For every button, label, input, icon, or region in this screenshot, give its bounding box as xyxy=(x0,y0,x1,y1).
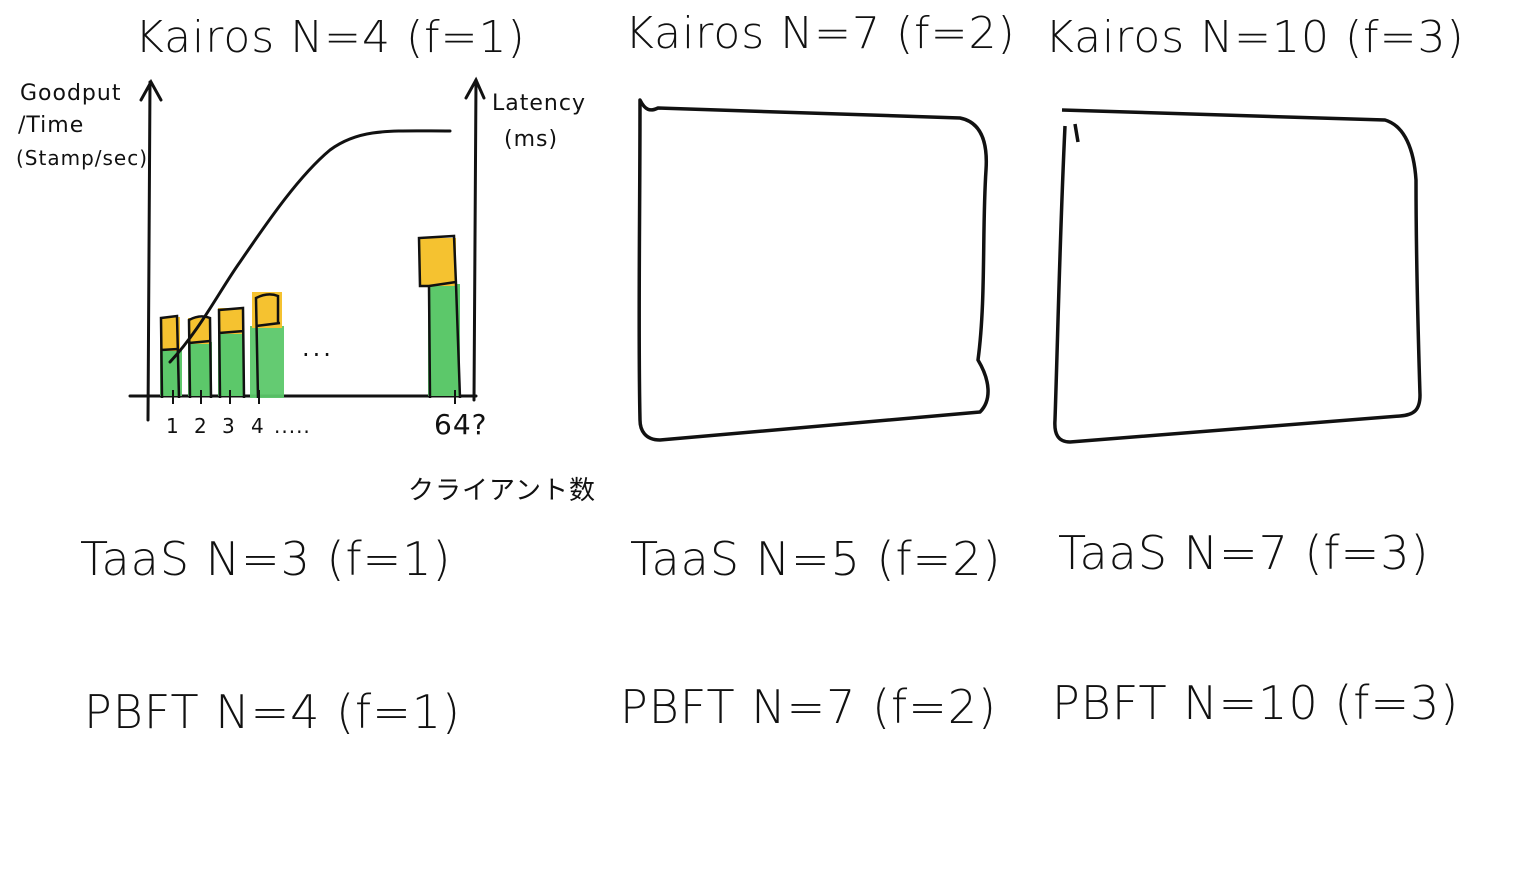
taas-n5-label: TaaS N=5 (f=2) xyxy=(630,532,1002,586)
tick-4: 4 xyxy=(251,414,265,438)
bar-4 xyxy=(250,292,284,399)
kairos-n7-panel xyxy=(637,98,990,442)
left-y-axis xyxy=(146,80,152,422)
goodput-curve xyxy=(168,129,452,364)
tick-64: 64? xyxy=(434,408,488,441)
bar-2 xyxy=(187,315,213,399)
kairos-n7-title: Kairos N=7 (f=2) xyxy=(625,8,1016,59)
kairos-n10-title: Kairos N=10 (f=3) xyxy=(1045,12,1465,63)
right-y-axis xyxy=(472,78,478,402)
tick-1: 1 xyxy=(166,414,180,438)
bars-ellipsis: ... xyxy=(302,334,334,362)
pbft-n7-label: PBFT N=7 (f=2) xyxy=(620,680,997,734)
taas-n7-label: TaaS N=7 (f=3) xyxy=(1058,526,1430,580)
bar-3 xyxy=(217,306,246,399)
right-y-axis-arrow xyxy=(464,76,486,100)
x-ticks xyxy=(172,390,456,404)
pbft-n10-label: PBFT N=10 (f=3) xyxy=(1052,676,1460,730)
kairos-n10-panel xyxy=(1053,108,1422,444)
kairos-n4-title: Kairos N=4 (f=1) xyxy=(135,12,526,63)
x-axis-label: クライアント数 xyxy=(408,476,596,506)
right-axis-label: Latency (ms) xyxy=(492,91,586,152)
taas-n3-label: TaaS N=3 (f=1) xyxy=(80,532,452,586)
left-axis-label: Goodput /Time (Stamp/sec) xyxy=(16,81,149,170)
tick-3: 3 xyxy=(222,414,236,438)
tick-ellipsis: ..... xyxy=(274,414,311,438)
pbft-n4-label: PBFT N=4 (f=1) xyxy=(84,685,461,739)
left-y-axis-arrow xyxy=(139,78,163,102)
bar-64 xyxy=(417,234,462,399)
bar-1 xyxy=(159,314,182,399)
tick-2: 2 xyxy=(194,414,208,438)
